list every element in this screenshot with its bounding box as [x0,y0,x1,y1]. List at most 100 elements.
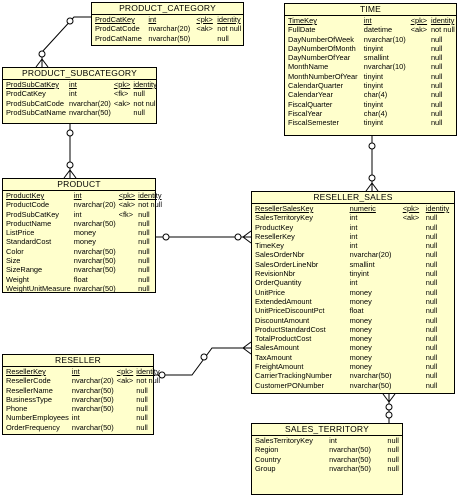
column-key [400,306,423,315]
column-nullability: null [425,222,438,232]
column-type: char(4) [363,108,388,118]
entity-title: PRODUCT [3,179,155,191]
column-nullability: null [425,287,438,297]
column-key [114,386,133,395]
column-name: ProductCode [6,200,50,210]
column-type: tinyint [363,99,384,109]
column-type: nvarchar(50) [73,265,116,275]
column-key: <pk> [402,204,420,213]
column-type: nvarchar(50) [71,394,114,404]
column-type: float [349,306,364,316]
column-name: WeightUnitMeasure [6,283,71,293]
column-nullability: null [425,343,438,353]
column-type: nvarchar(10) [363,62,406,72]
column-type: nvarchar(20) [73,200,116,210]
column-type: char(4) [363,90,388,100]
column-key [408,100,428,109]
column-key [400,223,423,232]
column-nullability: null [425,259,438,269]
column-nullability: identity [133,80,157,89]
column-key [400,269,423,278]
column-name: OrderFrequency [6,422,60,432]
column-nullability: null [430,99,443,109]
rel-product-sales [156,230,252,244]
column-nullability: null [425,352,438,362]
column-nullability: null [138,246,150,256]
column-nullability: null [138,265,150,275]
column-type: nvarchar(50) [349,371,392,381]
column-name: CarrierTrackingNumber [255,371,332,381]
column-name: DiscountAmount [255,315,310,325]
column-type: int [363,16,372,25]
column-key: <ak> [116,376,134,386]
column-key [400,353,423,362]
column-type: int [349,231,358,241]
column-nullability: null [136,394,148,404]
column-name: RevisionNbr [255,269,296,279]
column-key [400,343,423,352]
column-key [400,325,423,334]
column-nullability: null [425,371,438,381]
column-key: <ak> [196,24,213,34]
column-type: money [349,315,372,325]
column-nullability: null [430,118,443,128]
column-name: ResellerKey [6,367,46,376]
column-name: Phone [6,404,28,414]
column-key: <ak> [113,98,131,108]
column-key [400,260,423,269]
entity-title: RESELLER_SALES [252,192,454,204]
column-type: money [349,343,372,353]
column-type: nvarchar(20) [71,376,114,386]
column-type: nvarchar(50) [73,256,116,266]
column-name: Size [6,256,21,266]
column-type: int [329,436,337,445]
column-nullability: null [430,71,443,81]
column-type: smallint [349,259,375,269]
column-key [408,62,428,71]
column-nullability: null [133,89,145,99]
column-key: <fk> [113,89,129,99]
column-type: int [68,80,77,89]
column-name: ProductName [6,218,52,228]
column-key: <fk> [118,209,134,219]
column-nullability: null [136,422,148,432]
column-key: <ak> [410,25,428,35]
column-nullability: not null [217,24,242,34]
column-nullability: null [425,334,438,344]
column-nullability: not null [133,98,158,108]
column-name: TaxAmount [255,352,292,362]
column-nullability: null [430,53,443,63]
column-type: tinyint [363,43,384,53]
column-key [116,219,135,228]
column-name: FullDate [288,25,316,35]
column-nullability: not null [138,200,162,210]
